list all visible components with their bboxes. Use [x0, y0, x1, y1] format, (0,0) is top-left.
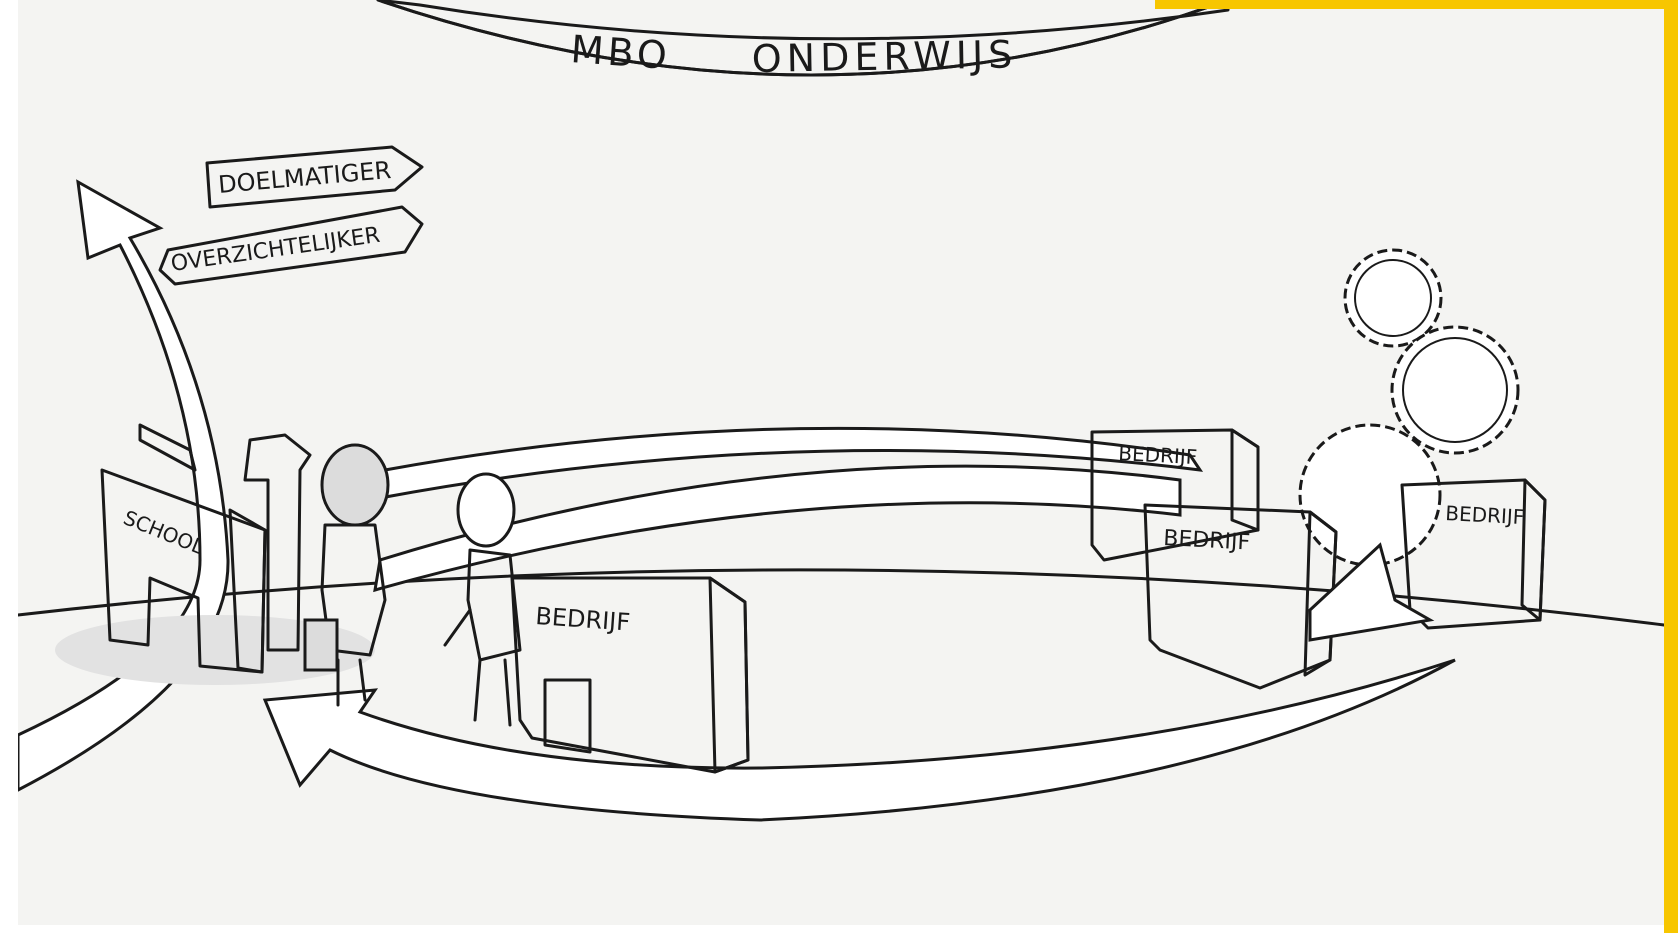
sign-overzichtelijker: OVERZICHTELIJKER [158, 205, 424, 286]
ground-horizon [16, 568, 1666, 627]
orange-up-arrow-icon [243, 433, 312, 652]
company-middle-label: BEDRIJF [1163, 526, 1251, 556]
school-label: SCHOOL [120, 505, 208, 559]
company-back: BEDRIJF [1090, 428, 1260, 562]
frame-right-bar [1664, 0, 1678, 933]
bottom-margin [0, 925, 1664, 933]
company-middle: BEDRIJF [1143, 503, 1338, 690]
company-right-label: BEDRIJF [1445, 501, 1525, 529]
company-front: BEDRIJF [510, 576, 750, 774]
company-right: BEDRIJF [1400, 478, 1547, 630]
loop-arrow [262, 426, 1456, 822]
company-back-label: BEDRIJF [1118, 441, 1198, 469]
left-margin [0, 0, 18, 933]
banner-word-onderwijs: ONDERWIJS [751, 32, 1017, 81]
man-figure [443, 472, 522, 727]
frame-top-bar [1155, 0, 1664, 9]
company-front-label: BEDRIJF [535, 602, 631, 637]
gear-lower-icon [1298, 423, 1442, 567]
sign-doelmatiger: DOELMATIGER [205, 145, 424, 209]
woman-figure [303, 443, 390, 707]
gear-large-icon [1390, 325, 1520, 455]
banner: MBO ONDERWIJS [376, 0, 1230, 81]
arrow-into-company [1308, 542, 1435, 642]
banner-word-mbo: MBO [569, 27, 672, 78]
gear-small-icon [1343, 248, 1443, 348]
